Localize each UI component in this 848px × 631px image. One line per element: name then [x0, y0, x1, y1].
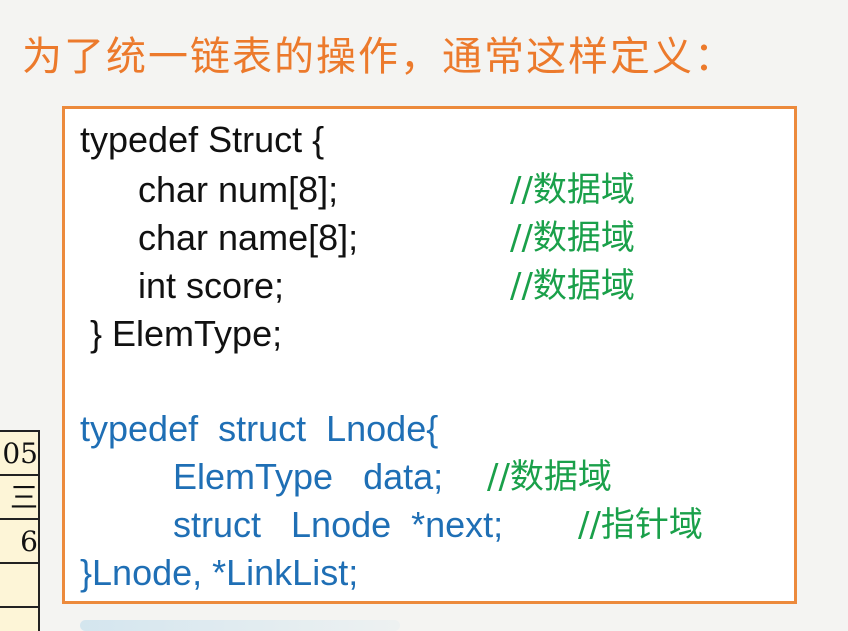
code-comment: //数据域 — [510, 266, 635, 306]
table-cell — [0, 564, 38, 608]
slide-heading: 为了统一链表的操作，通常这样定义： — [22, 34, 736, 80]
table-cell: 6 — [0, 520, 38, 564]
code-line: int score; — [138, 265, 285, 306]
table-cell: 05 — [0, 432, 38, 476]
code-line: struct Lnode *next; — [173, 504, 504, 545]
faint-decoration — [80, 620, 400, 631]
code-line: typedef Struct { — [80, 119, 325, 160]
code-comment: //数据域 — [487, 457, 612, 497]
table-cell: 三 — [0, 476, 38, 520]
code-line: } ElemType; — [90, 313, 283, 354]
code-box: typedef Struct { char num[8]; //数据域 char… — [62, 106, 797, 604]
code-comment: //数据域 — [510, 170, 635, 210]
code-line: ElemType data; — [173, 456, 444, 497]
code-line: char name[8]; — [138, 217, 359, 258]
code-line: }Lnode, *LinkList; — [80, 552, 359, 593]
code-line: typedef struct Lnode{ — [80, 408, 439, 449]
code-comment: //数据域 — [510, 218, 635, 258]
code-comment: //指针域 — [578, 505, 703, 545]
partial-table: 05 三 6 — [0, 430, 40, 631]
code-line: char num[8]; — [138, 169, 339, 210]
